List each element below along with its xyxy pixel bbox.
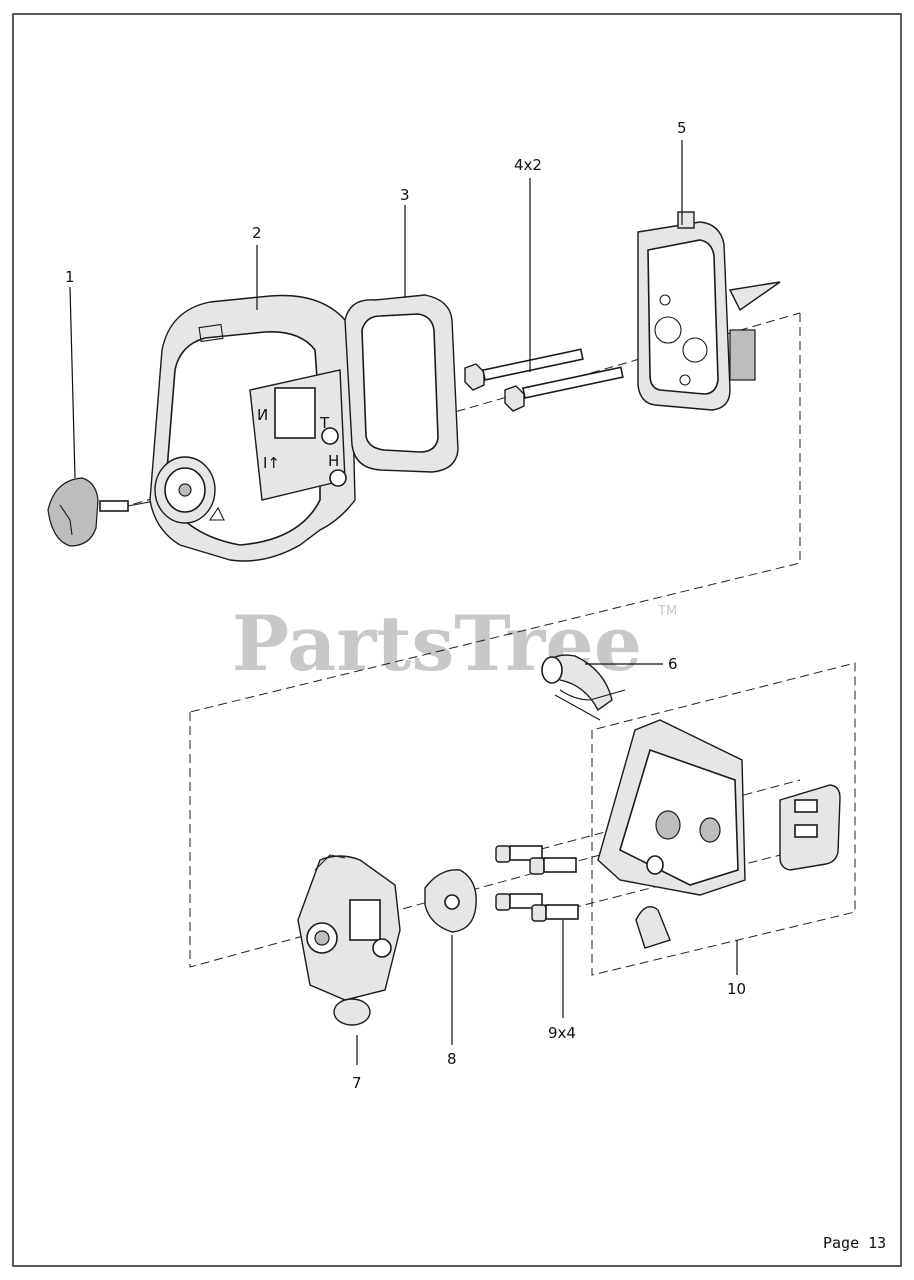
callout-4x2: 4x2: [514, 156, 542, 174]
callout-5: 5: [677, 119, 687, 137]
page-border: [12, 13, 902, 1267]
callout-9x4: 9x4: [548, 1024, 576, 1042]
part-3-foam-filter: [344, 294, 459, 473]
callout-10: 10: [727, 980, 746, 998]
part-8-gasket: [424, 869, 477, 933]
callout-3: 3: [400, 186, 410, 204]
t-marking: T: [319, 414, 330, 432]
callout-8: 8: [447, 1050, 457, 1068]
part-5-base-plate: [637, 211, 781, 411]
callout-7: 7: [352, 1074, 362, 1092]
assembly-guide-lower: [189, 662, 856, 976]
callout-2: 2: [252, 224, 262, 242]
leader-lines: [69, 140, 738, 1065]
part-1-knob: [47, 477, 161, 547]
part-9-screws: [495, 845, 579, 922]
part-4-screws: [464, 348, 624, 412]
callout-6: 6: [668, 655, 678, 673]
choke-marking: И: [257, 406, 268, 424]
part-2-filter-cover: И I↑ T H: [149, 294, 356, 562]
page-number: Page 13: [823, 1234, 886, 1252]
part-7-carburetor: [297, 854, 401, 1026]
start-marking: I↑: [263, 454, 280, 472]
watermark-trademark: TM: [657, 604, 677, 619]
part-6-intake-elbow: [541, 654, 626, 721]
h-marking: H: [328, 452, 339, 470]
part-10-intake-manifold: [597, 719, 841, 949]
callout-1: 1: [65, 268, 75, 286]
